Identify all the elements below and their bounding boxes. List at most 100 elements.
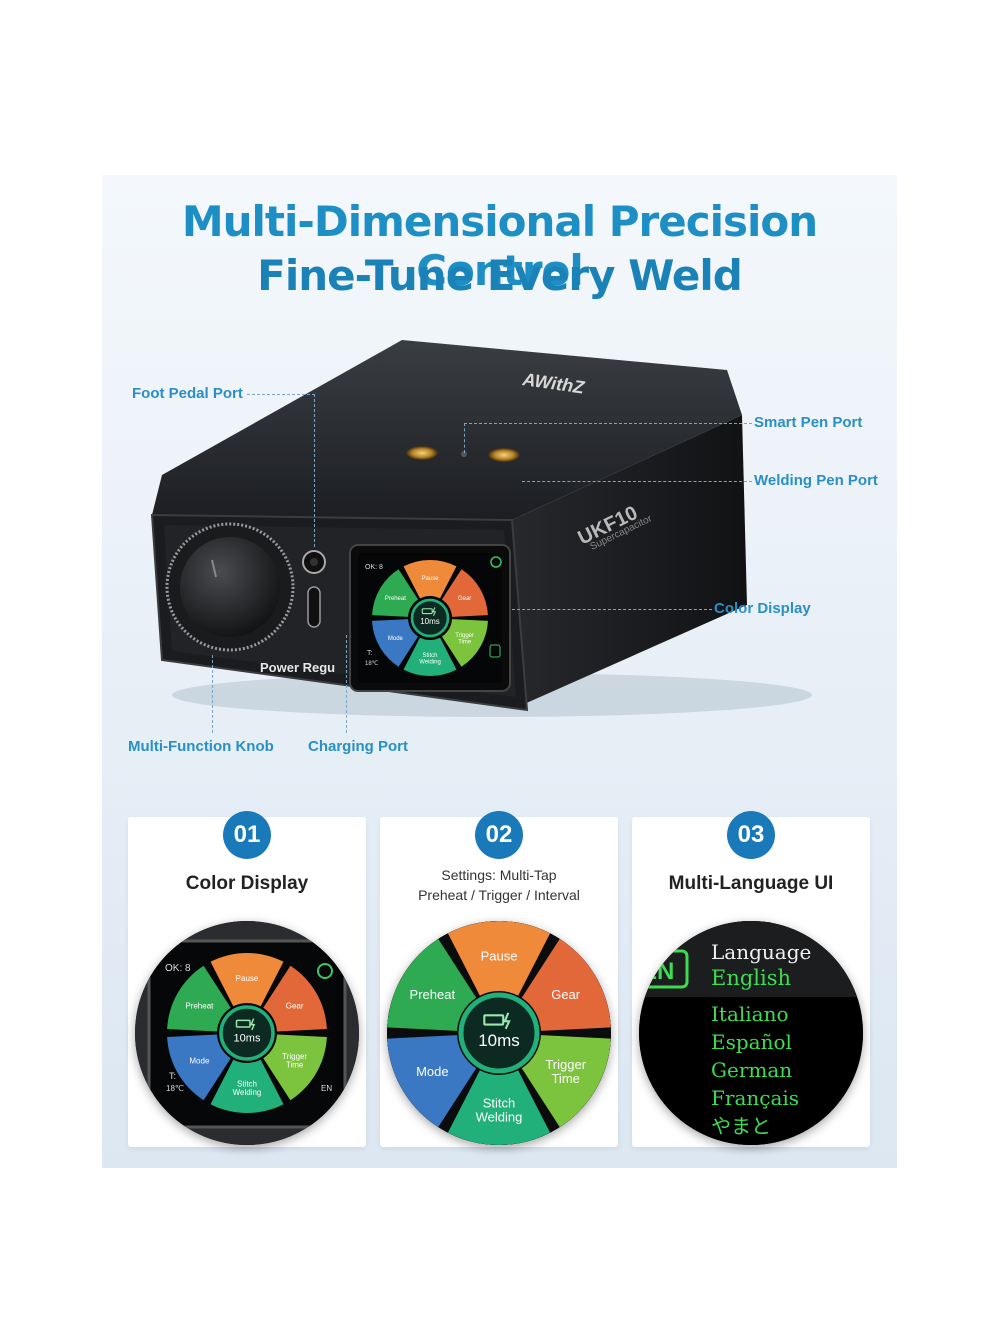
headline-line-1: Multi-Dimensional Precision Control [181,197,818,295]
callout-charging-port: Charging Port [308,738,408,755]
wheel-segment-trigger-time [263,1034,327,1101]
wheel-segment-preheat [372,569,419,617]
feature-card-multi-language: 03 Multi-Language UI EN Language English… [632,811,870,1147]
screen-lang-icon [489,644,501,658]
closeup-ok-text: OK: 8 [165,963,191,974]
wheel-segment-pause [403,560,457,599]
promo-panel: Multi-Dimensional Precision Control Fine… [102,175,897,1168]
wheel-segment-label: Gear [286,1001,304,1010]
wheel-segment-label: Stitch [483,1096,516,1111]
wheel-segment-label: Pause [236,974,259,983]
wheel-segment-label: Gear [551,987,581,1002]
wheel-segment-label: Stitch [422,653,437,659]
wheel-segment-label: Welding [419,659,441,665]
wheel-segment-label: Stitch [237,1080,257,1089]
wheel-segment-pause [447,921,551,996]
wheel-segment-stitch-welding [447,1070,551,1145]
smart-pen-port [406,446,438,460]
language-option: German [711,1058,792,1082]
card-number-badge: 02 [475,811,523,859]
charge-bolt-icon [250,1018,256,1031]
battery-icon [421,608,433,615]
wheel-segment-stitch-welding [403,637,457,676]
card-title: Color Display [185,873,309,894]
wheel-segment-label: Gear [458,596,471,602]
wheel-segment-preheat [387,938,477,1031]
device-side-face [512,415,747,705]
wheel-center-ring [219,1005,275,1061]
wheel-segment-label: Time [551,1071,579,1086]
wheel-center-ring [410,598,450,638]
language-en-badge-text: EN [641,958,674,985]
wheel-segment-mode [387,1035,477,1128]
wheel-segment-label: Pause [481,949,518,964]
feature-card-settings: 02 Settings: Multi-Tap Preheat / Trigger… [380,811,618,1147]
language-header: Language [711,940,811,964]
wheel-segment-gear [441,569,488,617]
screen-temp-value: 18℃ [365,661,379,667]
wheel-segment-gear [263,965,327,1032]
callout-multi-function-knob: Multi-Function Knob [128,738,274,755]
wheel-segment-gear [521,938,611,1031]
wheel-segment-label: Mode [189,1056,210,1065]
card-title: Multi-Language UI [668,873,834,894]
knob-label: Power Regu [260,660,335,675]
battery-icon [483,1014,505,1026]
wheel-segment-label: Time [286,1061,304,1070]
wheel-segment-mode [167,1034,231,1101]
wheel-segment-stitch-welding [210,1059,284,1113]
wheel-segment-trigger-time [441,619,488,667]
card-title-line-1: Settings: Multi-Tap [441,867,557,883]
wheel-segment-label: Mode [416,1064,449,1079]
wheel-segment-trigger-time [521,1035,611,1128]
screen-gear-icon [490,556,502,568]
wheel-center-value: 10ms [234,1032,261,1044]
screen-wheel: PauseGearTriggerTimeStitchWeldingModePre… [372,560,488,676]
charge-bolt-icon [432,607,437,617]
wheel-segment-label: Preheat [385,596,406,602]
wheel-segment-label: Welding [476,1109,523,1124]
wheel-center-value: 10ms [478,1031,520,1050]
wheel-segment-label: Preheat [410,987,456,1002]
wheel-segment-mode [372,619,419,667]
wheel-segment-pause [210,953,284,1007]
welder-device-illustration: AWithZ UKF10 Supercapacitor Power Regu O… [150,340,812,717]
wheel-center-value: 10ms [420,617,440,626]
language-option: Español [711,1030,792,1054]
wheel-segment-label: Trigger [545,1057,586,1072]
wheel-center-ring [458,992,540,1074]
callout-color-display: Color Display [714,600,811,617]
closeup-gear-icon [317,963,333,979]
charge-bolt-icon [503,1012,511,1030]
wheel-segment-label: Trigger [282,1052,307,1061]
callout-welding-pen-port: Welding Pen Port [754,472,878,489]
language-selected: English [711,966,791,990]
closeup-temp-value: 18℃ [166,1084,184,1093]
language-option: Italiano [711,1002,789,1026]
closeup-lang-badge: EN [321,1084,332,1093]
callout-smart-pen-port: Smart Pen Port [754,414,863,431]
screen-ok-text: OK: 8 [365,564,383,571]
language-option: Français [711,1086,799,1110]
headline-line-2: Fine-Tune Every Weld [257,251,743,300]
battery-icon [235,1019,251,1028]
device-top-face [152,340,742,520]
wheel-segment-label: Mode [388,636,404,642]
screen-temp-label: T: [367,650,373,657]
welding-pen-port [488,448,520,462]
wheel-segment-preheat [167,965,231,1032]
card-number-badge: 01 [223,811,271,859]
multi-function-knob [180,537,280,637]
wheel-segment-label: Welding [233,1088,262,1097]
wheel-segment-label: Preheat [185,1001,214,1010]
wheel-segment-label: Time [458,639,472,645]
card-title-line-2: Preheat / Trigger / Interval [418,887,580,903]
wheel-segment-label: Trigger [455,633,474,639]
